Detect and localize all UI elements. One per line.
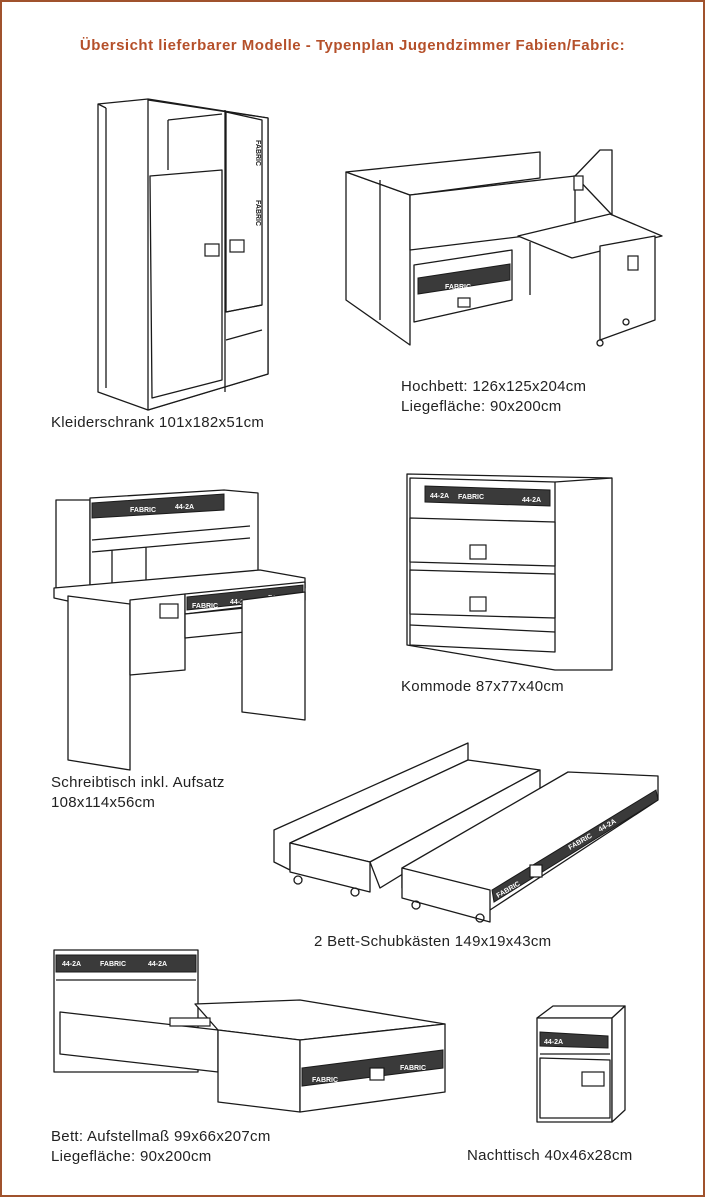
svg-text:FABRIC: FABRIC bbox=[458, 494, 484, 501]
nightstand-caption: Nachttisch 40x46x28cm bbox=[467, 1147, 633, 1164]
bed-caption-sleeping-area: Liegefläche: 90x200cm bbox=[51, 1148, 212, 1165]
svg-text:FABRIC: FABRIC bbox=[400, 1065, 426, 1072]
svg-text:44-2A: 44-2A bbox=[175, 504, 194, 511]
loft-bed-drawing: FABRIC bbox=[345, 149, 663, 347]
wardrobe-drawing: FABRIC FABRIC bbox=[97, 98, 269, 411]
drawers-drawing: FABRIC FABRIC 44-2A bbox=[273, 742, 659, 923]
svg-text:FABRIC: FABRIC bbox=[192, 603, 218, 610]
svg-text:FABRIC: FABRIC bbox=[254, 200, 261, 226]
desk-drawing: FABRIC 44-2A FABRIC 44-2A FABRIC bbox=[53, 489, 306, 771]
loft-bed-caption-sleeping-area: Liegefläche: 90x200cm bbox=[401, 398, 562, 415]
desk-caption-name: Schreibtisch inkl. Aufsatz bbox=[51, 774, 225, 791]
drawers-caption: 2 Bett-Schubkästen 149x19x43cm bbox=[314, 933, 552, 950]
dresser-caption: Kommode 87x77x40cm bbox=[401, 678, 564, 695]
page-title: Übersicht lieferbarer Modelle - Typenpla… bbox=[79, 37, 626, 54]
svg-text:44-2A: 44-2A bbox=[62, 961, 81, 968]
svg-text:44-2A: 44-2A bbox=[230, 599, 249, 606]
svg-text:44-2A: 44-2A bbox=[430, 493, 449, 500]
svg-text:FABRIC: FABRIC bbox=[100, 961, 126, 968]
bed-drawing: 44-2A FABRIC 44-2A FABRIC FABRIC bbox=[53, 949, 446, 1113]
dresser-drawing: 44-2A FABRIC 44-2A bbox=[406, 473, 613, 671]
svg-text:FABRIC: FABRIC bbox=[445, 284, 471, 291]
wardrobe-caption: Kleiderschrank 101x182x51cm bbox=[51, 414, 265, 431]
svg-text:44-2A: 44-2A bbox=[544, 1039, 563, 1046]
loft-bed-caption-dimensions: Hochbett: 126x125x204cm bbox=[401, 378, 587, 395]
svg-text:FABRIC: FABRIC bbox=[312, 1077, 338, 1084]
svg-text:FABRIC: FABRIC bbox=[254, 140, 261, 166]
svg-text:FABRIC: FABRIC bbox=[130, 507, 156, 514]
desk-caption-dimensions: 108x114x56cm bbox=[51, 794, 156, 811]
svg-text:44-2A: 44-2A bbox=[522, 497, 541, 504]
svg-text:44-2A: 44-2A bbox=[148, 961, 167, 968]
bed-caption-dimensions: Bett: Aufstellmaß 99x66x207cm bbox=[51, 1128, 271, 1145]
nightstand-drawing: 44-2A bbox=[536, 1005, 626, 1123]
